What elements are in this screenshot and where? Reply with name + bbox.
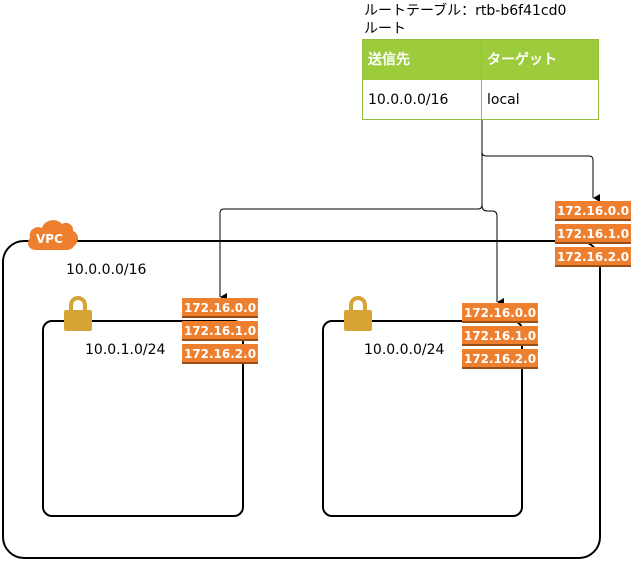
route-badge: 172.16.2.0: [462, 349, 538, 369]
arrow-to-subnet-2: [481, 120, 504, 306]
subnet-2-cidr: 10.0.0.0/24: [364, 342, 445, 358]
subnet-1-route-list: 172.16.0.0 172.16.1.0 172.16.2.0: [182, 298, 258, 367]
cell-destination: 10.0.0.0/16: [368, 92, 449, 108]
vpc-icon-label: VPC: [36, 232, 63, 246]
cell-target: local: [487, 92, 520, 108]
route-table: 送信先 ターゲット 10.0.0.0/16 local: [362, 39, 599, 120]
lock-icon: [342, 294, 374, 332]
vpc-boundary: [2, 240, 601, 559]
subnet-box-1: [42, 320, 244, 517]
route-badge: 172.16.0.0: [462, 303, 538, 323]
subnet-2-route-list: 172.16.0.0 172.16.1.0 172.16.2.0: [462, 303, 538, 372]
route-badge: 172.16.2.0: [555, 247, 631, 267]
vpc-cloud-icon: VPC: [26, 216, 80, 254]
subnet-box-2: [322, 320, 523, 517]
route-badge: 172.16.0.0: [555, 201, 631, 221]
route-badge: 172.16.0.0: [182, 298, 258, 318]
route-table-title: ルートテーブル：rtb-b6f41cd0: [364, 3, 567, 19]
route-badge: 172.16.1.0: [182, 321, 258, 341]
route-badge: 172.16.1.0: [555, 224, 631, 244]
subnet-1-cidr: 10.0.1.0/24: [85, 342, 166, 358]
route-table-header: [363, 40, 598, 80]
arrow-to-subnet-1: [219, 120, 483, 301]
header-destination: 送信先: [368, 52, 410, 68]
column-divider: [481, 40, 482, 119]
header-target: ターゲット: [487, 52, 557, 68]
vpc-cidr: 10.0.0.0/16: [66, 262, 147, 278]
route-badge: 172.16.1.0: [462, 326, 538, 346]
lock-icon: [62, 294, 94, 332]
arrow-to-vpc: [481, 120, 600, 202]
route-table-subtitle: ルート: [364, 21, 406, 37]
vpc-route-list: 172.16.0.0 172.16.1.0 172.16.2.0: [555, 201, 631, 270]
route-badge: 172.16.2.0: [182, 344, 258, 364]
